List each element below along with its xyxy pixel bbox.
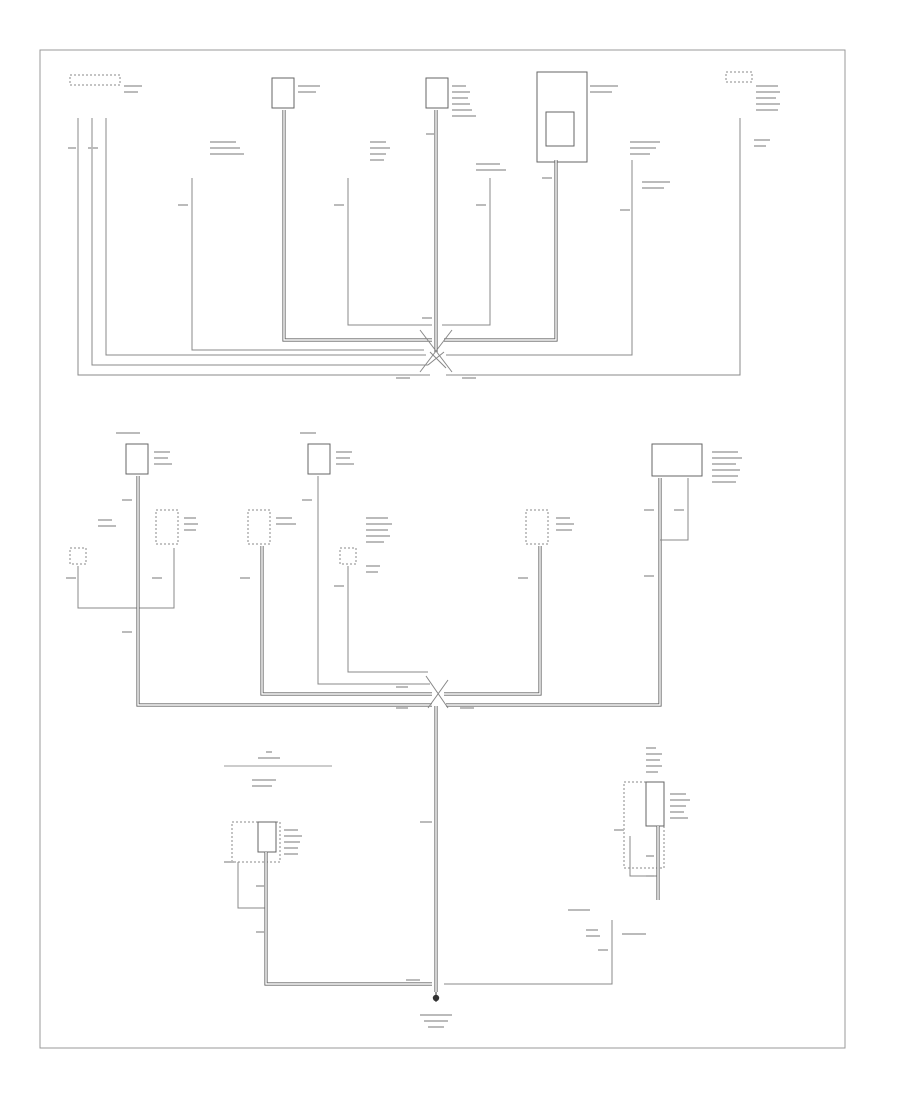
top-label-marks [124,85,780,189]
mid-component-1 [125,443,149,475]
top-component-4-inner [545,111,575,147]
mid-component-2 [307,443,331,475]
ground-symbol-icon [432,992,440,1002]
bottom-label-marks [252,747,690,937]
top-wires [77,110,741,376]
middle-section [66,432,742,709]
top-wire-tags [68,133,630,379]
mid-component-5 [247,509,271,545]
top-section [68,71,780,379]
bottom-component-2 [623,781,665,869]
bottom-component-1-inner [257,821,277,853]
bottom-wire-tags [224,821,654,1028]
mid-label-marks [98,432,742,573]
diagram-frame [39,49,846,1049]
mid-component-7 [339,547,357,565]
mid-component-8 [69,547,87,565]
bottom-wires [237,706,660,992]
bottom-section [224,706,690,1028]
mid-component-6 [525,509,549,545]
bottom-component-2-inner [645,781,665,827]
bottom-component-1 [231,821,281,863]
top-component-5 [725,71,753,83]
top-component-1 [69,74,121,86]
middle-wires [77,476,689,709]
middle-wire-tags [66,499,684,709]
top-component-3 [425,77,449,109]
top-component-2 [271,77,295,109]
mid-component-3 [651,443,703,477]
mid-component-4 [155,509,179,545]
